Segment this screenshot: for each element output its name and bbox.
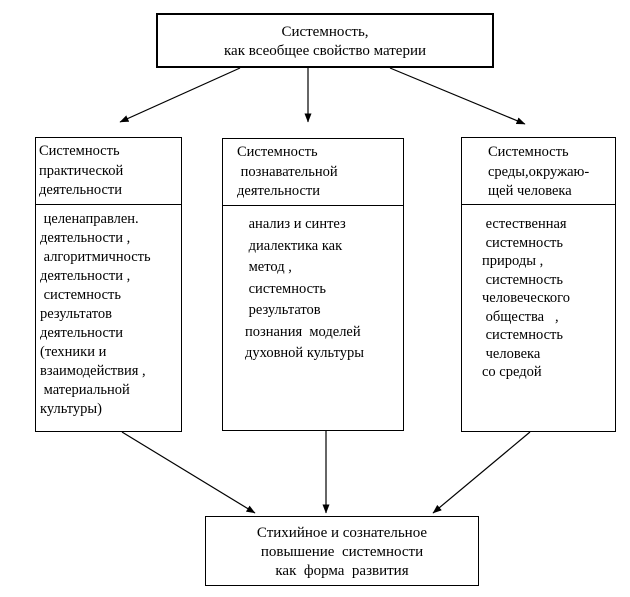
- text-line: Системность: [39, 143, 120, 159]
- text-line: деятельности: [40, 325, 124, 341]
- text-line: деятельности ,: [40, 230, 131, 246]
- arrow-top-box-to-column-environment: [389, 67, 526, 125]
- text-line: системность: [245, 280, 326, 297]
- node-bottom-development: Стихийное и сознательное повышение систем…: [205, 516, 479, 586]
- text-line: материальной: [40, 382, 130, 398]
- text-line: деятельности ,: [40, 268, 131, 284]
- column-practical-body: целенаправлен. деятельности , алгоритмичн…: [36, 205, 181, 419]
- column-environment-body: естественная системность природы , систем…: [462, 205, 615, 382]
- text-line: духовной культуры: [245, 345, 364, 361]
- text-line: общества ,: [482, 308, 559, 325]
- text-line: системность: [482, 271, 563, 288]
- text-line: повышение системности: [260, 544, 424, 560]
- column-cognitive-header: Системность познавательной деятельности: [223, 139, 403, 206]
- text-line: щей человека: [488, 183, 572, 199]
- text-line: деятельности: [237, 183, 321, 199]
- arrow-column-practical-to-bottom-box: [121, 431, 256, 514]
- text-line: естественная: [482, 216, 567, 232]
- text-line: со средой: [482, 364, 542, 380]
- node-column-environment: Системность среды,окружаю-щей человека ес…: [461, 137, 616, 432]
- text-line: познавательной: [237, 163, 338, 180]
- text-line: человеческого: [482, 290, 570, 306]
- text-line: результатов: [40, 306, 113, 322]
- text-line: культуры): [40, 401, 102, 417]
- text-line: среды,окружаю-: [488, 163, 590, 180]
- text-line: целенаправлен.: [40, 211, 139, 227]
- text-line: (техники и: [40, 344, 107, 360]
- text-line: анализ и синтез: [245, 216, 346, 232]
- text-line: Системность: [488, 144, 569, 160]
- text-line: Системность: [237, 144, 318, 160]
- node-top-systemность: Системность, как всеобщее свойство матери…: [156, 13, 494, 68]
- arrow-top-box-to-column-practical: [119, 67, 241, 123]
- text-line: Системность,: [281, 24, 369, 40]
- text-line: системность: [40, 287, 121, 303]
- text-line: деятельности: [39, 182, 123, 198]
- text-line: системность: [482, 327, 563, 343]
- text-line: как форма развития: [275, 563, 409, 579]
- node-column-cognitive-activity: Системность познавательной деятельности а…: [222, 138, 404, 431]
- text-line: взаимодействия ,: [40, 363, 146, 379]
- column-environment-header: Системность среды,окружаю-щей человека: [462, 138, 615, 205]
- text-line: человека: [482, 345, 541, 362]
- text-line: как всеобщее свойство материи: [223, 43, 427, 59]
- text-line: результатов: [245, 302, 321, 318]
- column-cognitive-body: анализ и синтез диалектика как метод , с…: [223, 206, 403, 365]
- text-line: практической: [39, 162, 124, 179]
- node-column-practical-activity: Системность практической деятельности целе…: [35, 137, 182, 432]
- text-line: природы ,: [482, 253, 544, 269]
- column-practical-header: Системность практической деятельности: [36, 138, 181, 205]
- text-line: познания моделей: [245, 323, 361, 340]
- text-line: системность: [482, 234, 563, 251]
- text-line: алгоритмичность: [40, 249, 151, 265]
- arrow-column-environment-to-bottom-box: [432, 431, 531, 514]
- text-line: диалектика как: [245, 237, 343, 254]
- text-line: Стихийное и сознательное: [256, 525, 428, 541]
- text-line: метод ,: [245, 259, 292, 275]
